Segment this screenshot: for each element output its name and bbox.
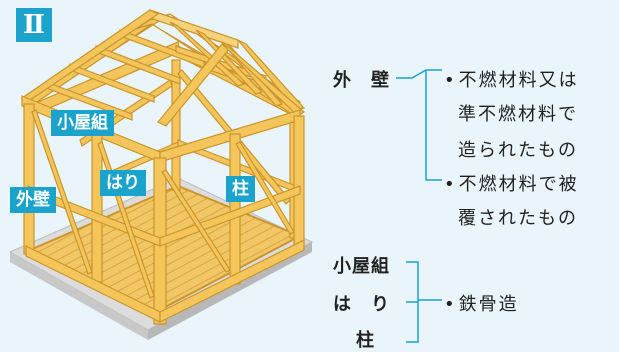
spec-item-noncombustible-line3: 造られたもの <box>458 140 578 161</box>
group2-label-column: 柱 <box>356 330 375 351</box>
spec-item-steel-frame: 鉄骨造 <box>444 290 519 316</box>
spec-item-noncombustible-line2: 準不燃材料で <box>458 104 578 125</box>
spec-item-covered-line2: 覆されたもの <box>458 208 578 229</box>
group2-label-roof-frame: 小屋組 <box>333 256 390 277</box>
label-beam: はり <box>100 170 146 196</box>
section-badge: Ⅱ <box>16 8 52 42</box>
group1-label-outer-wall: 外 壁 <box>333 70 390 91</box>
spec-item-covered: 不燃材料で被 <box>444 170 579 196</box>
group2-label-beam: は り <box>333 294 390 315</box>
spec-item-noncombustible: 不燃材料又は <box>444 66 579 92</box>
wooden-frame-illustration <box>8 9 314 340</box>
label-roof-frame: 小屋組 <box>51 110 114 136</box>
label-column: 柱 <box>226 176 255 202</box>
label-outer-wall: 外壁 <box>10 187 56 213</box>
